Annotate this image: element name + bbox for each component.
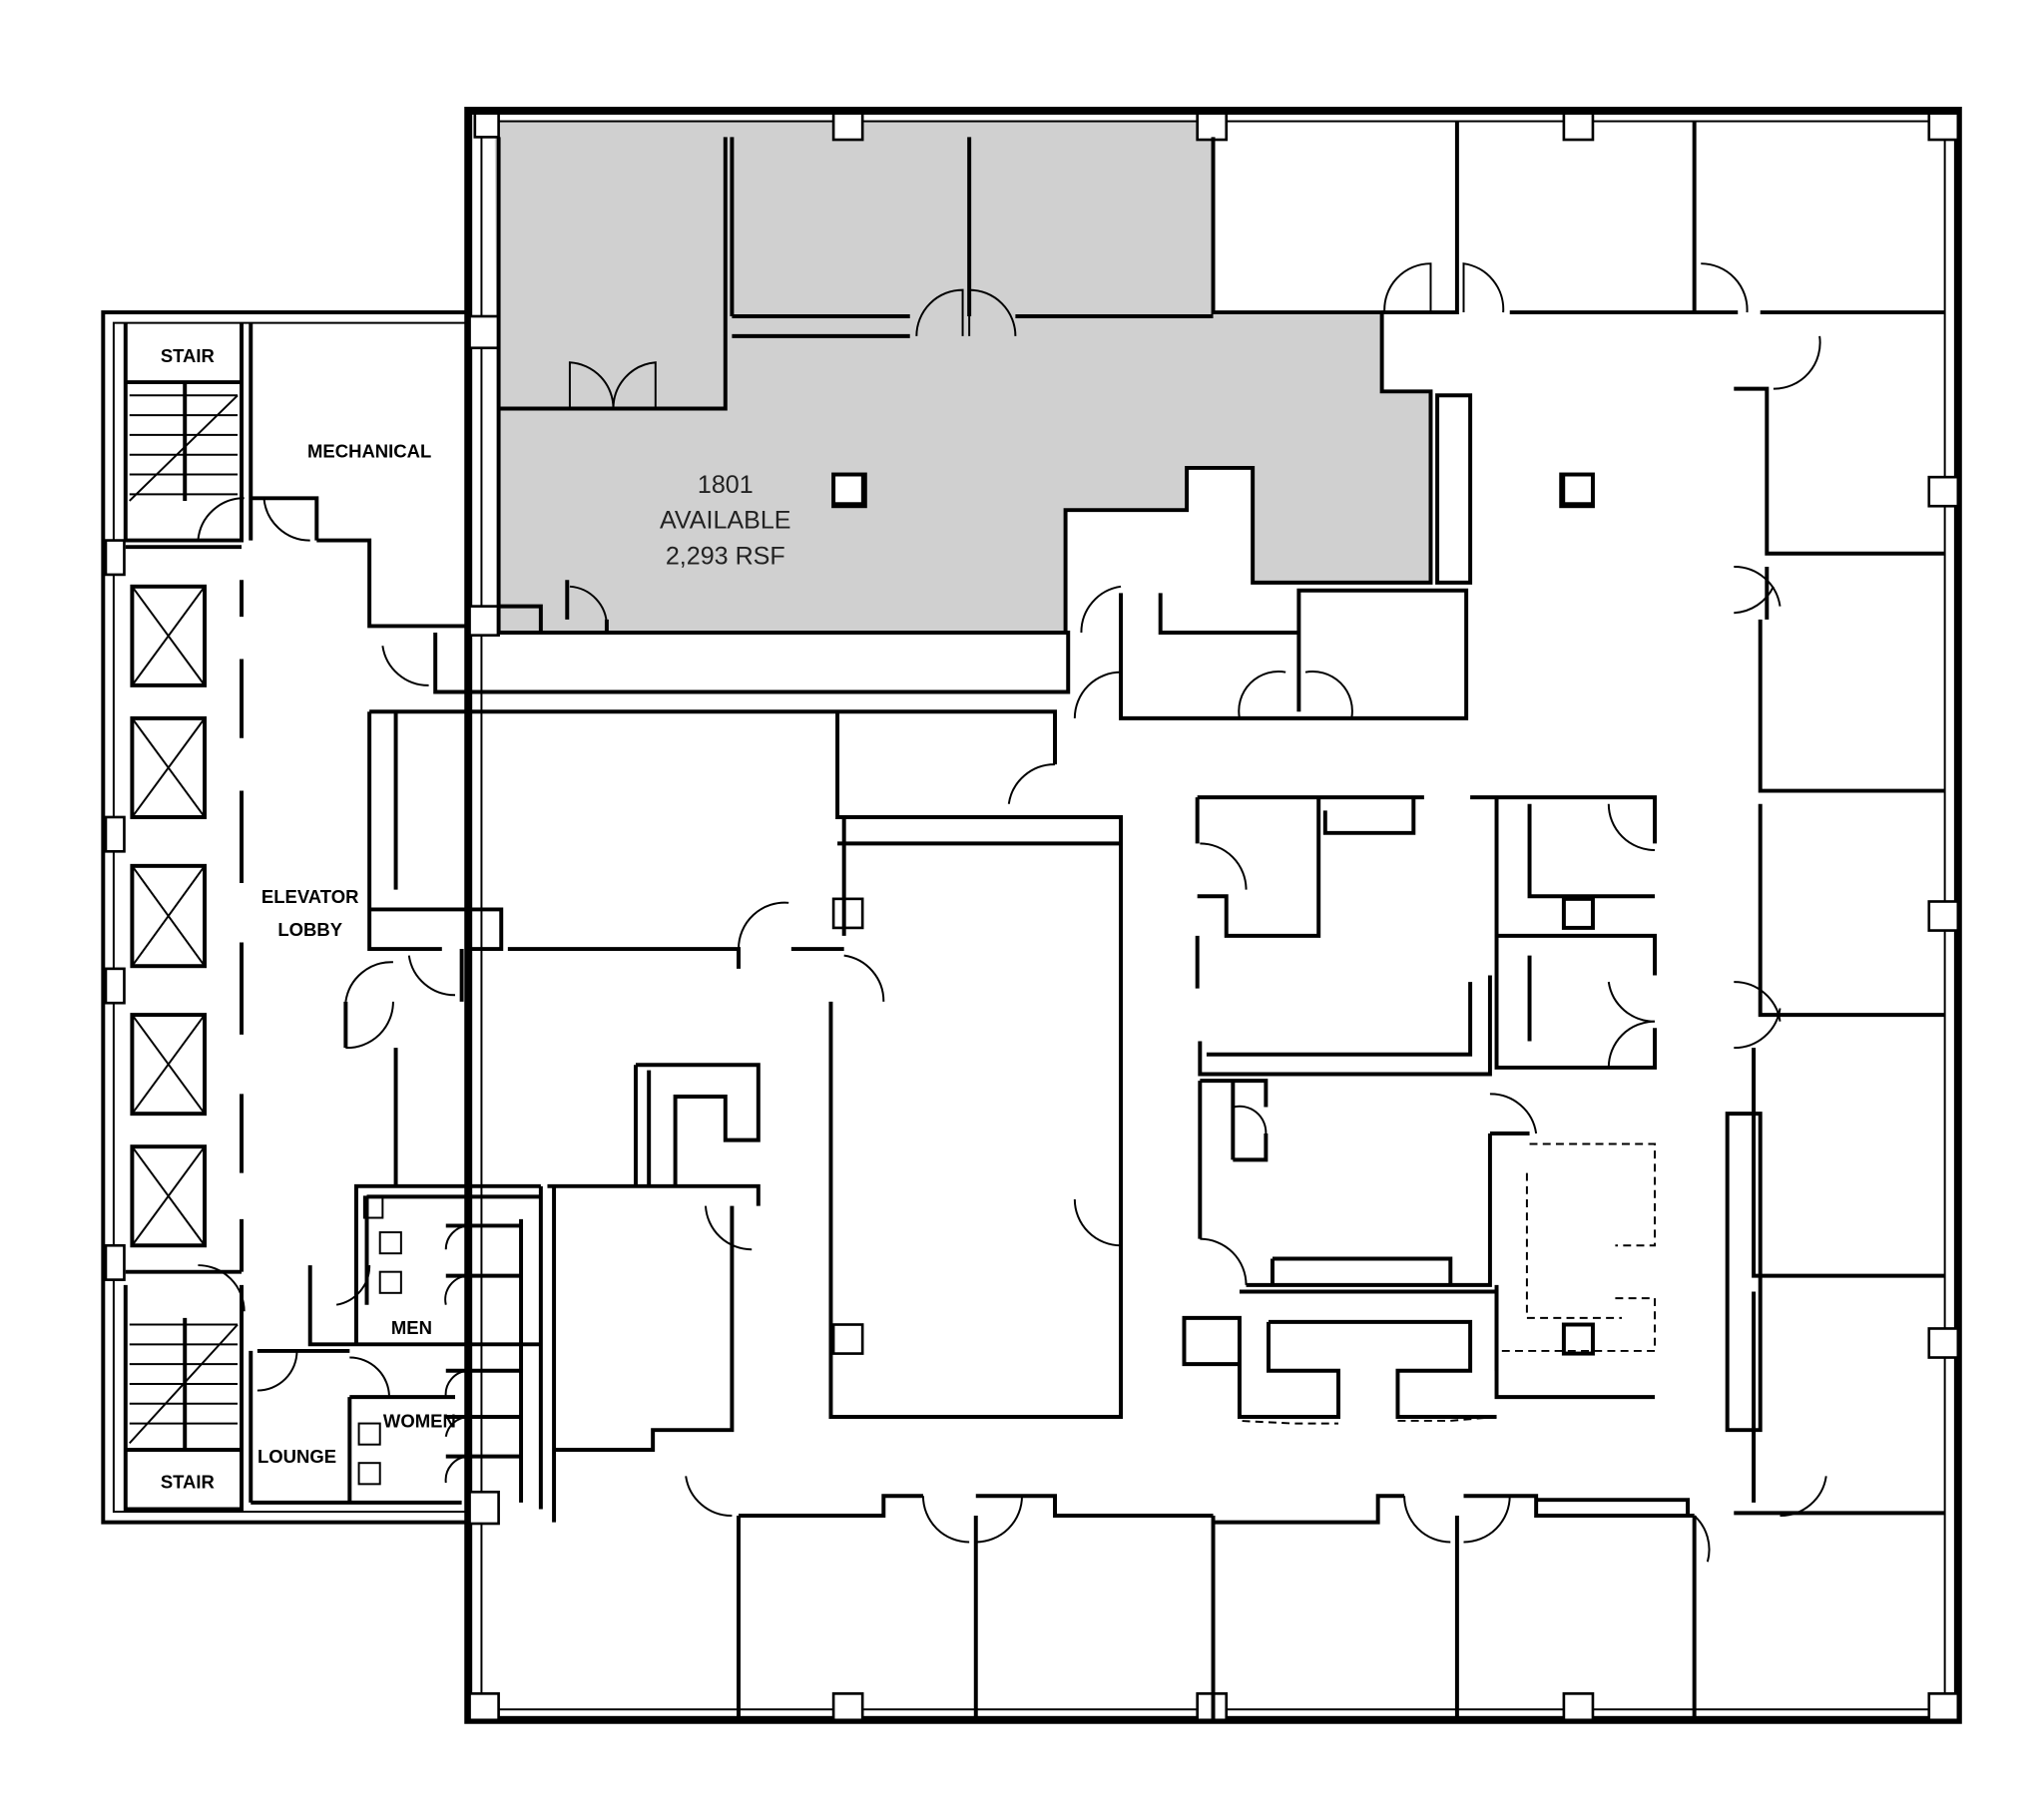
- stair-bottom-label: STAIR: [161, 1471, 215, 1492]
- elevator-2: [130, 715, 208, 819]
- elevator-3: [130, 863, 208, 969]
- doors: [197, 262, 1827, 1563]
- labels: 1801 AVAILABLE 2,293 RSF STAIR STAIR MEC…: [161, 345, 791, 1492]
- columns: [104, 112, 1960, 1722]
- suite-number: 1801: [698, 471, 754, 499]
- elevator-lobby-label-1: ELEVATOR: [261, 886, 359, 907]
- suite-area: 2,293 RSF: [666, 542, 785, 570]
- elevator-4: [130, 1013, 208, 1117]
- stair-top-label: STAIR: [161, 345, 215, 366]
- lounge-label: LOUNGE: [257, 1446, 336, 1467]
- elevators: [125, 545, 245, 1274]
- elevator-1: [130, 584, 208, 687]
- women-restroom-label: WOMEN: [383, 1411, 456, 1432]
- elevator-5: [130, 1144, 208, 1248]
- suite-status: AVAILABLE: [660, 507, 791, 535]
- available-suite-area[interactable]: [494, 121, 1431, 634]
- mechanical-label: MECHANICAL: [307, 440, 431, 461]
- elevator-lobby-label-2: LOBBY: [277, 919, 342, 940]
- stairs: [123, 322, 245, 1512]
- interior-walls: [249, 121, 1945, 1720]
- men-restroom-label: MEN: [391, 1317, 432, 1338]
